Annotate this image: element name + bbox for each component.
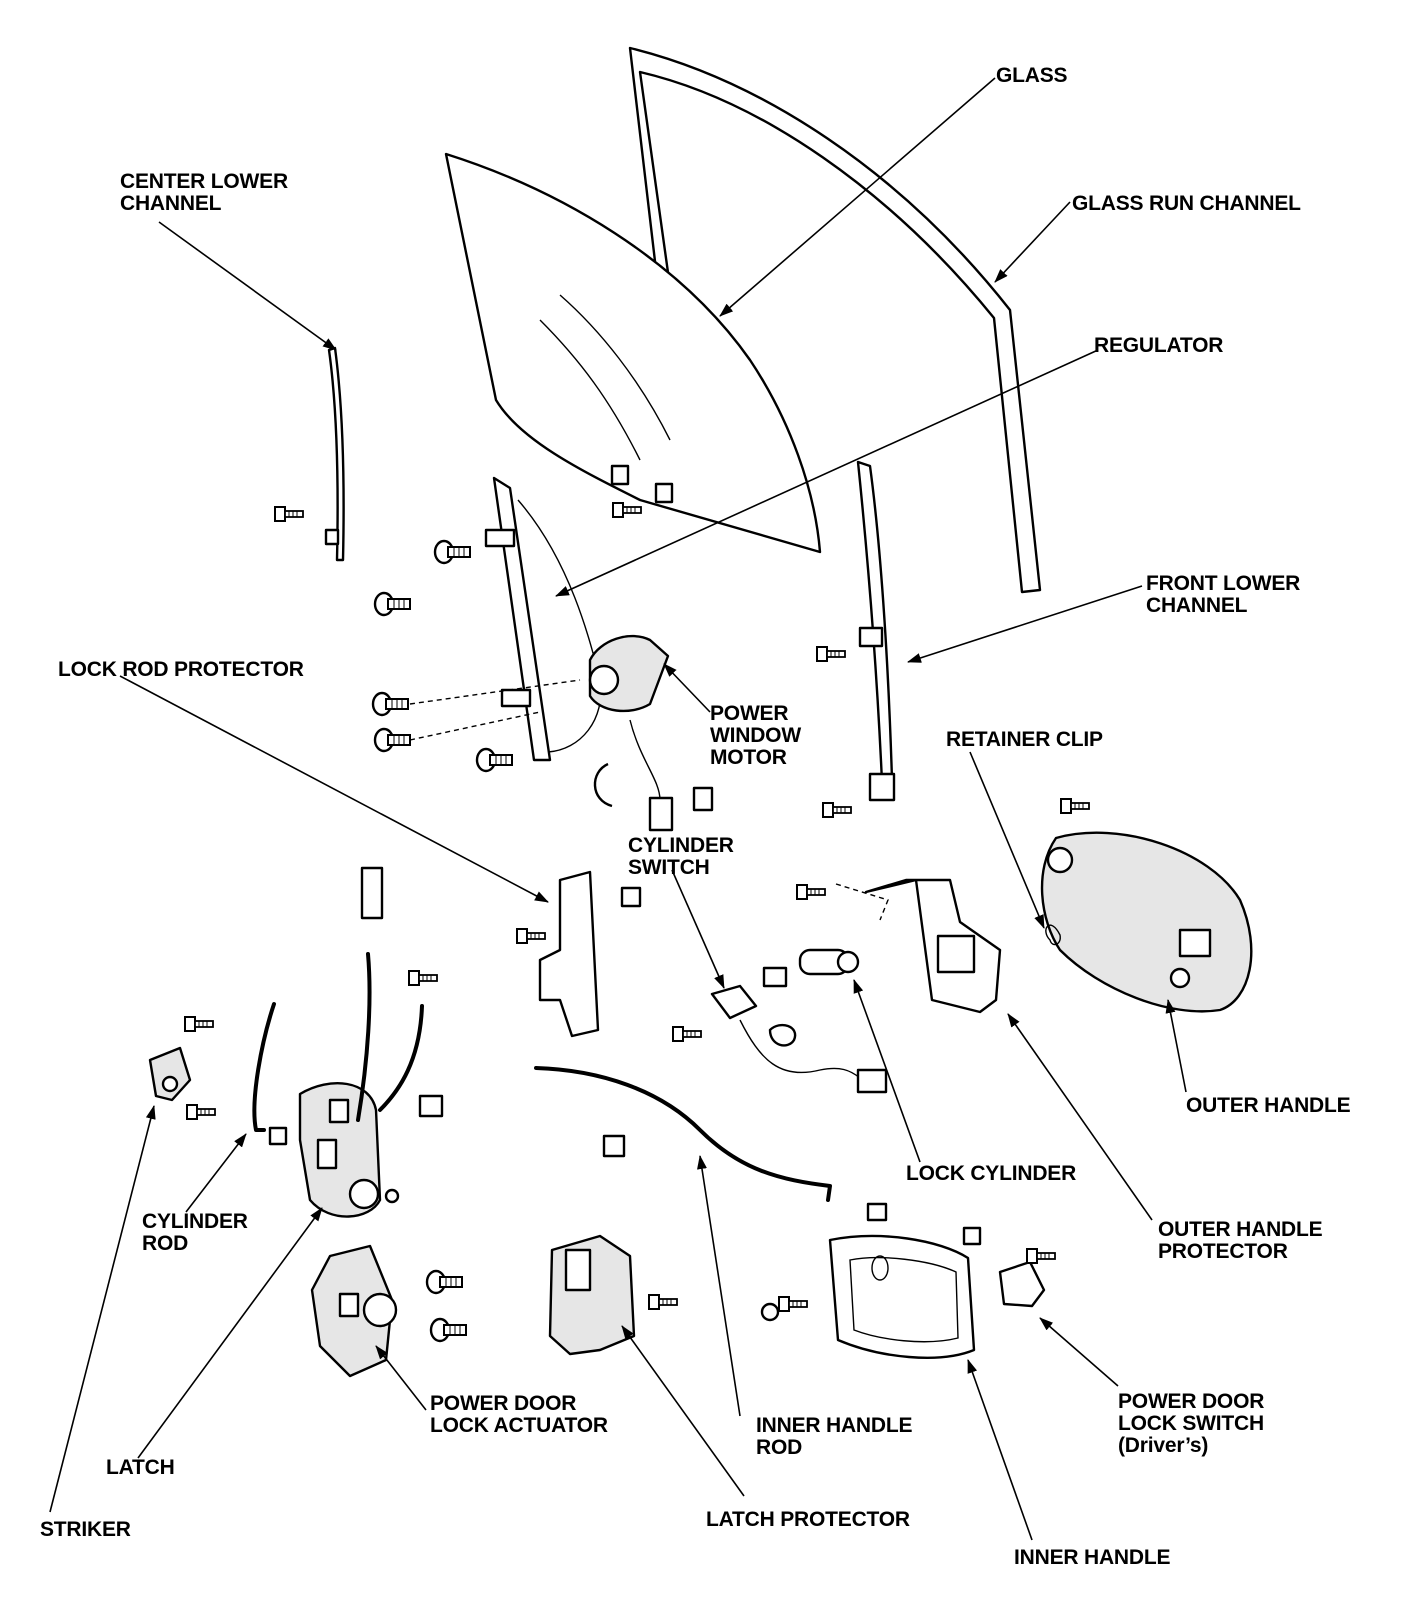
retainer-clip-part [1045, 924, 1061, 946]
label-power-door-lock-switch-2: LOCK SWITCH [1118, 1412, 1264, 1435]
striker-part [148, 1016, 216, 1120]
cylinder-switch-part [672, 966, 888, 1094]
outer-handle-protector-part [796, 878, 1002, 1014]
label-latch: LATCH [106, 1456, 175, 1479]
power-door-lock-switch-part [962, 1226, 1056, 1308]
regulator-part [371, 476, 602, 773]
label-cylinder-switch-2: SWITCH [628, 856, 710, 879]
label-power-door-lock-actuator-2: LOCK ACTUATOR [430, 1414, 608, 1437]
label-front-lower-channel-1: FRONT LOWER [1146, 572, 1300, 595]
label-power-door-lock-switch-3: (Driver’s) [1118, 1434, 1208, 1457]
lock-rod-protector-part [516, 870, 642, 1038]
label-front-lower-channel-2: CHANNEL [1146, 594, 1248, 617]
label-power-window-motor-2: WINDOW [710, 724, 801, 747]
lock-cylinder-part [798, 948, 860, 976]
latch-protector-part [548, 1234, 678, 1356]
label-lock-cylinder: LOCK CYLINDER [906, 1162, 1076, 1185]
label-power-window-motor-1: POWER [710, 702, 788, 725]
power-window-motor-part [588, 634, 714, 832]
outer-handle-part [1040, 798, 1253, 1013]
label-latch-protector: LATCH PROTECTOR [706, 1508, 910, 1531]
latch-part [298, 866, 444, 1218]
label-cylinder-switch-1: CYLINDER [628, 834, 734, 857]
label-regulator: REGULATOR [1094, 334, 1223, 357]
label-power-door-lock-switch-1: POWER DOOR [1118, 1390, 1264, 1413]
cylinder-rod-part [252, 1002, 288, 1146]
label-outer-handle-protector-1: OUTER HANDLE [1158, 1218, 1323, 1241]
label-cylinder-rod-2: ROD [142, 1232, 188, 1255]
label-cylinder-rod-1: CYLINDER [142, 1210, 248, 1233]
label-outer-handle-protector-2: PROTECTOR [1158, 1240, 1288, 1263]
label-inner-handle-rod-2: ROD [756, 1436, 802, 1459]
label-inner-handle-rod-1: INNER HANDLE [756, 1414, 912, 1437]
glass-part [444, 152, 822, 554]
front-lower-channel-part [816, 460, 896, 818]
label-lock-rod-protector: LOCK ROD PROTECTOR [58, 658, 304, 681]
label-power-window-motor-3: MOTOR [710, 746, 787, 769]
label-striker: STRIKER [40, 1518, 131, 1541]
label-glass-run-channel: GLASS RUN CHANNEL [1072, 192, 1301, 215]
label-center-lower-channel-2: CHANNEL [120, 192, 222, 215]
label-retainer-clip: RETAINER CLIP [946, 728, 1103, 751]
inner-handle-rod-part [534, 1066, 832, 1202]
glass-run-channel-part [628, 46, 1042, 594]
power-door-lock-actuator-part [310, 1244, 468, 1378]
label-glass: GLASS [996, 64, 1068, 87]
label-center-lower-channel-1: CENTER LOWER [120, 170, 288, 193]
center-lower-channel-part [274, 346, 345, 562]
label-power-door-lock-actuator-1: POWER DOOR [430, 1392, 576, 1415]
label-inner-handle: INNER HANDLE [1014, 1546, 1170, 1569]
label-outer-handle: OUTER HANDLE [1186, 1094, 1351, 1117]
inner-handle-part [760, 1202, 976, 1359]
leader-lines [49, 77, 1187, 1541]
